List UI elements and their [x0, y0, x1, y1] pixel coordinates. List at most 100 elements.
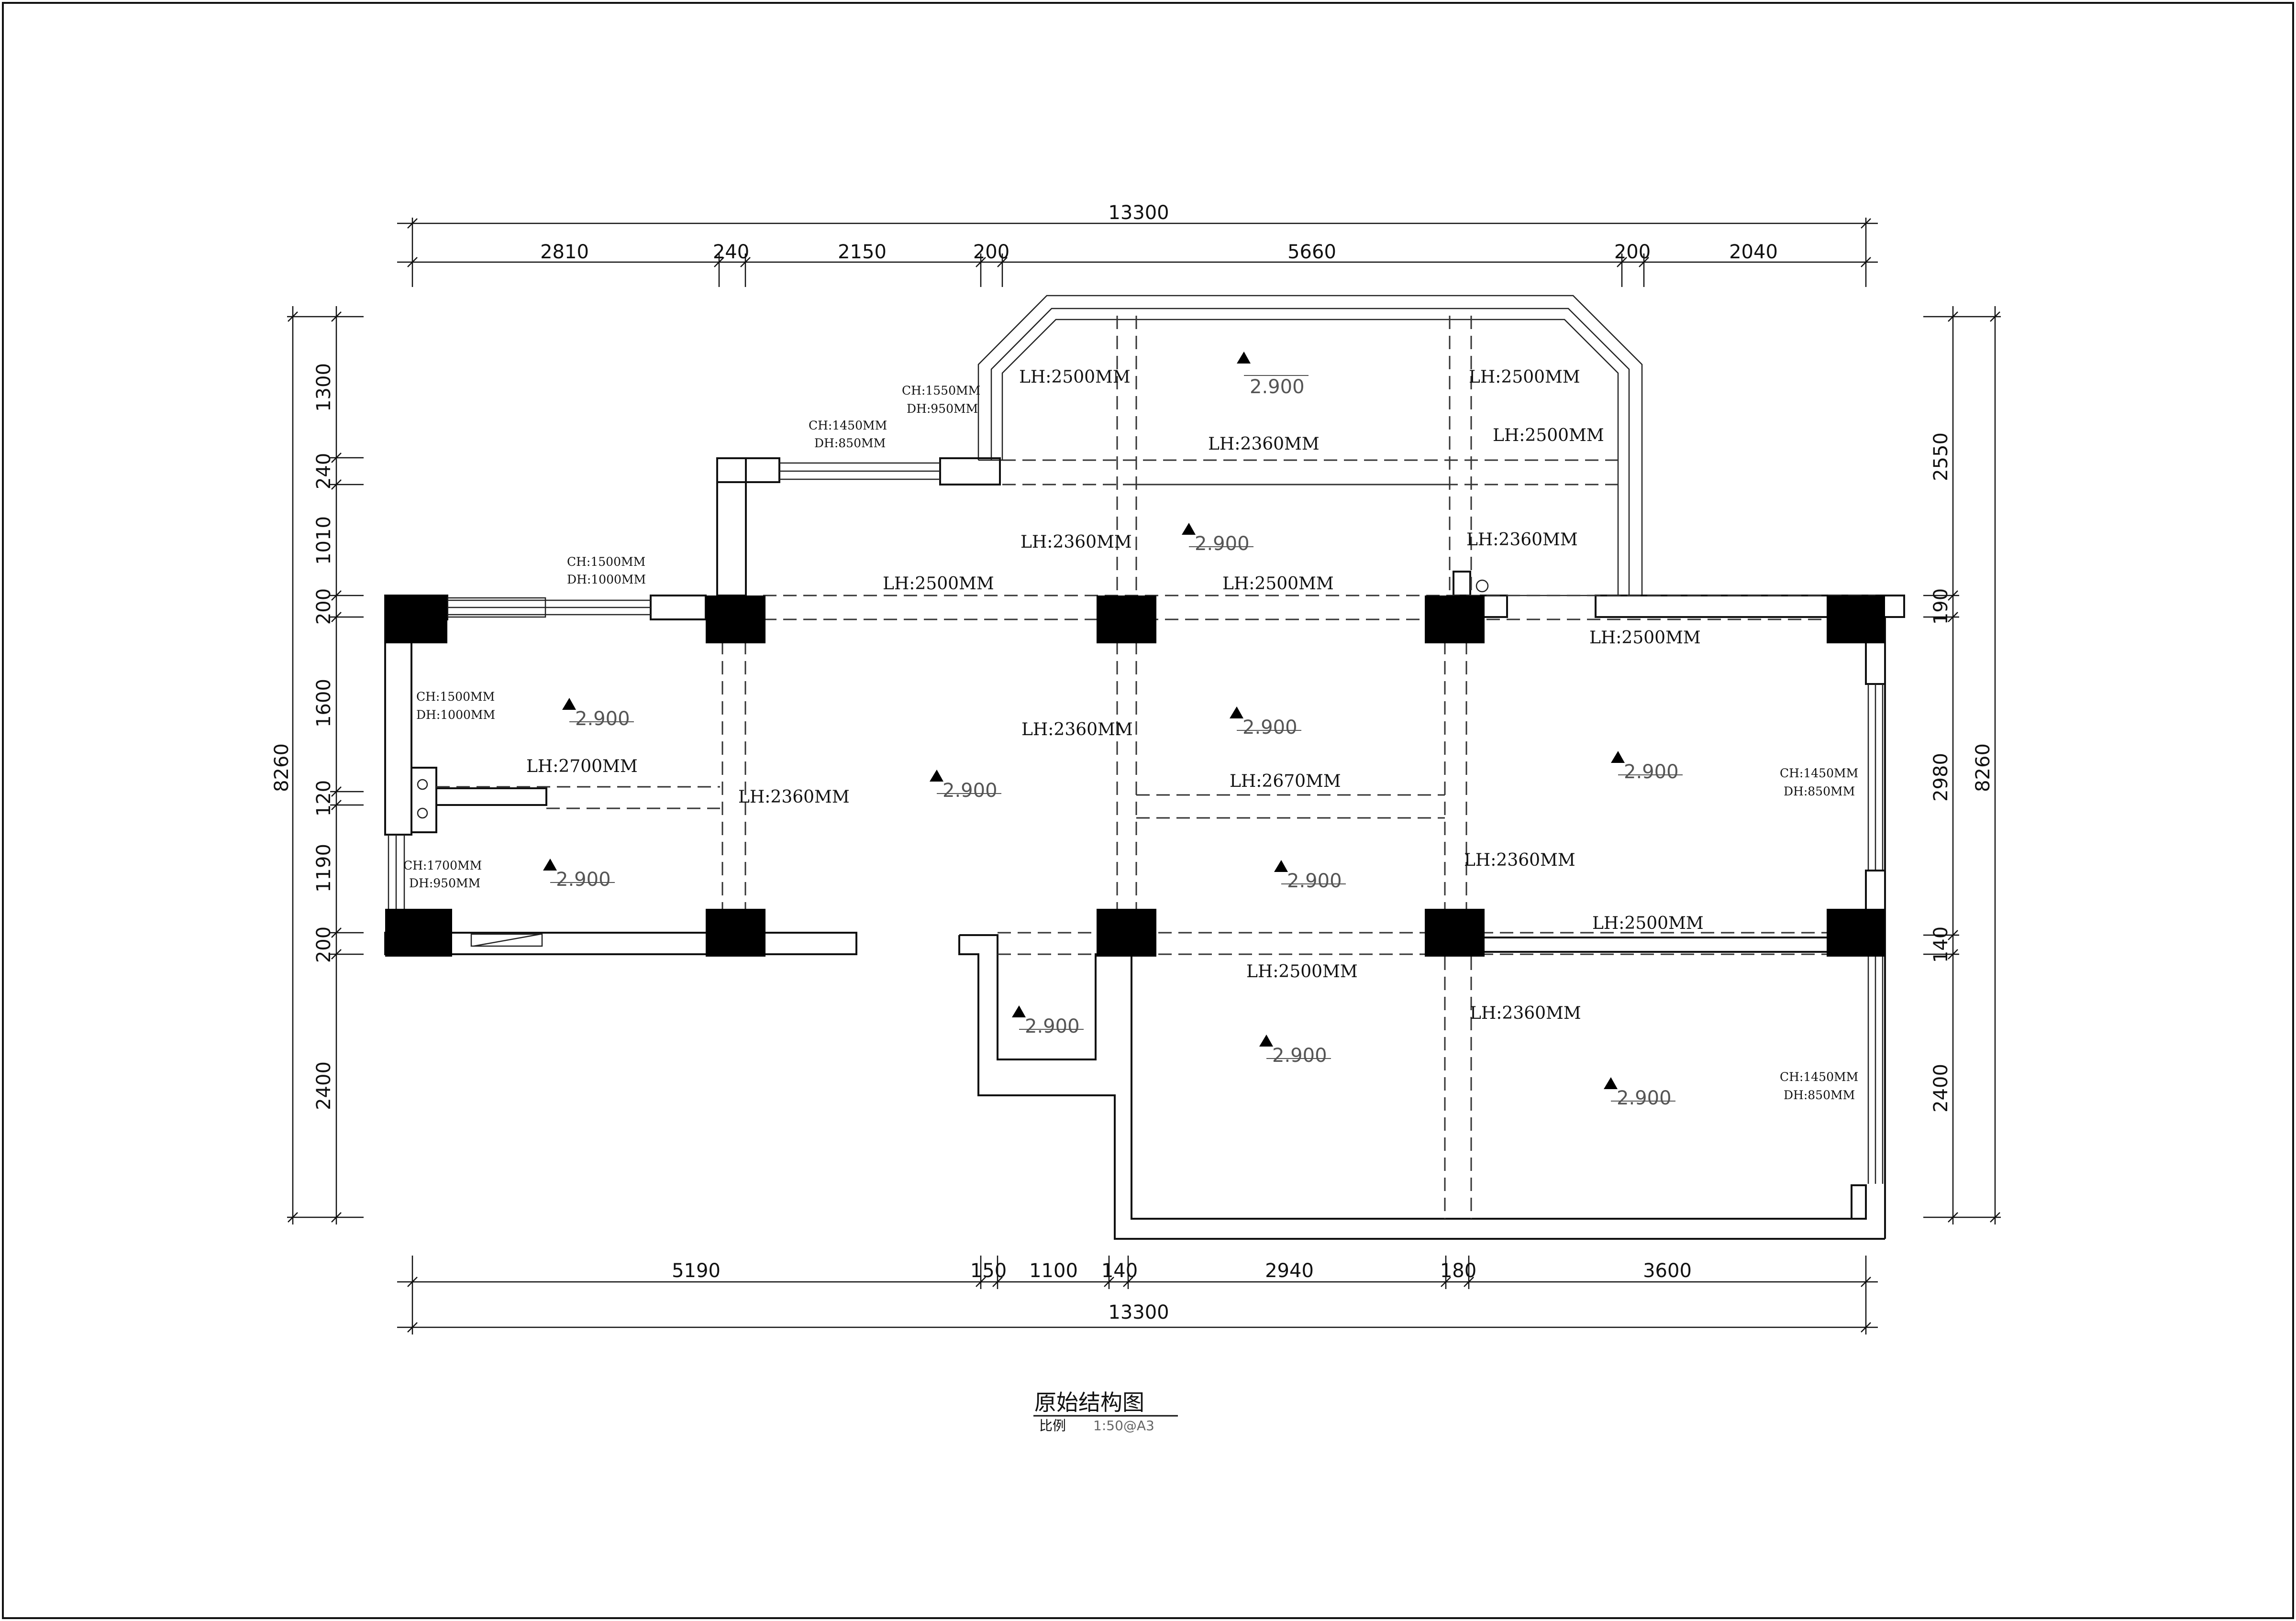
left-seg-5: 1600 — [313, 679, 335, 728]
opening-ch: CH:1550MM — [902, 384, 980, 397]
beam-label: LH:2360MM — [738, 787, 850, 807]
svg-text:2.900: 2.900 — [1287, 870, 1342, 892]
beam-label: LH:2360MM — [1464, 850, 1575, 870]
beam-label: LH:2500MM — [1589, 628, 1701, 648]
column — [1097, 909, 1156, 957]
beam-label: LH:2360MM — [1208, 434, 1320, 454]
column — [1425, 909, 1485, 957]
opening-dh: DH:850MM — [1784, 1088, 1855, 1102]
beam-label: LH:2700MM — [526, 757, 638, 776]
right-seg-4: 140 — [1930, 926, 1952, 963]
column — [706, 595, 765, 643]
left-seg-7: 1190 — [313, 844, 335, 893]
svg-text:2.900: 2.900 — [1624, 761, 1679, 783]
level-marker: 2.900 — [1182, 523, 1253, 555]
svg-text:2.900: 2.900 — [943, 780, 998, 802]
beam-label: LH:2360MM — [1466, 530, 1578, 550]
top-seg-6: 200 — [1614, 241, 1651, 263]
column — [1097, 595, 1156, 643]
left-seg-2: 240 — [313, 453, 335, 489]
opening-dh: DH:950MM — [409, 876, 480, 890]
svg-text:2.900: 2.900 — [556, 869, 611, 891]
bottom-seg-2: 150 — [970, 1260, 1007, 1282]
opening-dh: DH:850MM — [1784, 784, 1855, 798]
opening-ch: CH:1700MM — [403, 859, 482, 872]
bottom-seg-6: 180 — [1440, 1260, 1476, 1282]
beam-label: LH:2500MM — [1493, 426, 1604, 445]
left-seg-3: 1010 — [313, 516, 335, 565]
top-seg-7: 2040 — [1729, 241, 1778, 263]
opening-dh: DH:1000MM — [567, 573, 646, 586]
left-dimensions — [287, 306, 364, 1224]
right-seg-2: 190 — [1930, 588, 1952, 625]
beam-label: LH:2360MM — [1020, 532, 1132, 552]
top-seg-4: 200 — [973, 241, 1009, 263]
bottom-seg-3: 1100 — [1029, 1260, 1078, 1282]
column — [385, 909, 452, 957]
right-total-dim: 8260 — [1972, 743, 1994, 792]
right-seg-5: 2400 — [1930, 1064, 1952, 1113]
level-marker: 2.900 — [543, 859, 615, 891]
level-marker: 2.900 — [1237, 352, 1309, 398]
level-marker: 2.900 — [1012, 1005, 1084, 1037]
structural-columns — [385, 595, 1885, 957]
beam-label: LH:2500MM — [1592, 914, 1704, 933]
beam-label: LH:2500MM — [883, 574, 994, 594]
right-dimensions — [1923, 306, 2001, 1224]
level-marker: 2.900 — [1259, 1035, 1331, 1067]
beam-label: LH:2500MM — [1469, 367, 1580, 387]
bottom-seg-5: 2940 — [1265, 1260, 1314, 1282]
bottom-seg-4: 140 — [1101, 1260, 1138, 1282]
column — [1827, 909, 1885, 957]
level-marker: 2.900 — [562, 698, 634, 730]
title-block: 原始结构图 比例 1:50@A3 — [1033, 1389, 1178, 1434]
top-total-dim: 13300 — [1108, 202, 1169, 224]
svg-text:2.900: 2.900 — [1195, 533, 1250, 555]
right-seg-1: 2550 — [1930, 432, 1952, 481]
opening-ch: CH:1450MM — [1780, 1070, 1858, 1084]
opening-ch: CH:1500MM — [416, 690, 495, 704]
opening-dh: DH:950MM — [907, 402, 978, 416]
column — [706, 909, 765, 957]
beam-label: LH:2670MM — [1230, 772, 1341, 791]
opening-ch: CH:1500MM — [567, 555, 645, 569]
top-seg-2: 240 — [713, 241, 749, 263]
top-seg-3: 2150 — [838, 241, 887, 263]
level-marker: 2.900 — [1604, 1077, 1675, 1109]
beam-label: LH:2360MM — [1470, 1003, 1581, 1023]
svg-text:2.900: 2.900 — [1025, 1015, 1080, 1037]
scale-label: 比例 — [1039, 1418, 1066, 1434]
beam-label: LH:2500MM — [1222, 574, 1334, 594]
level-marker: 2.900 — [1230, 706, 1301, 739]
top-seg-1: 2810 — [540, 241, 589, 263]
opening-dh: DH:1000MM — [416, 708, 495, 722]
beam-label: LH:2360MM — [1021, 720, 1133, 739]
left-seg-4: 200 — [313, 588, 335, 625]
left-seg-6: 120 — [313, 780, 335, 816]
opening-dh: DH:850MM — [814, 436, 886, 450]
svg-text:2.900: 2.900 — [1617, 1087, 1672, 1109]
bottom-seg-1: 5190 — [672, 1260, 721, 1282]
left-seg-8: 200 — [313, 926, 335, 963]
svg-text:2.900: 2.900 — [575, 708, 630, 730]
beam-label: LH:2500MM — [1019, 367, 1131, 387]
left-seg-1: 1300 — [313, 363, 335, 412]
level-marker: 2.900 — [1611, 751, 1683, 783]
bottom-dimensions — [397, 1256, 1878, 1334]
svg-text:2.900: 2.900 — [1242, 717, 1298, 739]
opening-ch: CH:1450MM — [809, 419, 887, 432]
opening-ch: CH:1450MM — [1780, 766, 1858, 780]
bottom-seg-7: 3600 — [1643, 1260, 1692, 1282]
beam-label: LH:2500MM — [1246, 962, 1358, 981]
scale-value: 1:50@A3 — [1093, 1418, 1154, 1434]
left-seg-9: 2400 — [313, 1061, 335, 1110]
top-seg-5: 5660 — [1287, 241, 1336, 263]
bottom-total-dim: 13300 — [1108, 1301, 1169, 1323]
column — [1827, 595, 1885, 643]
level-marker: 2.900 — [930, 770, 1001, 802]
right-seg-3: 2980 — [1930, 753, 1952, 802]
drawing-title: 原始结构图 — [1034, 1389, 1144, 1415]
svg-text:2.900: 2.900 — [1272, 1045, 1327, 1067]
beam-lines — [436, 316, 1875, 1219]
